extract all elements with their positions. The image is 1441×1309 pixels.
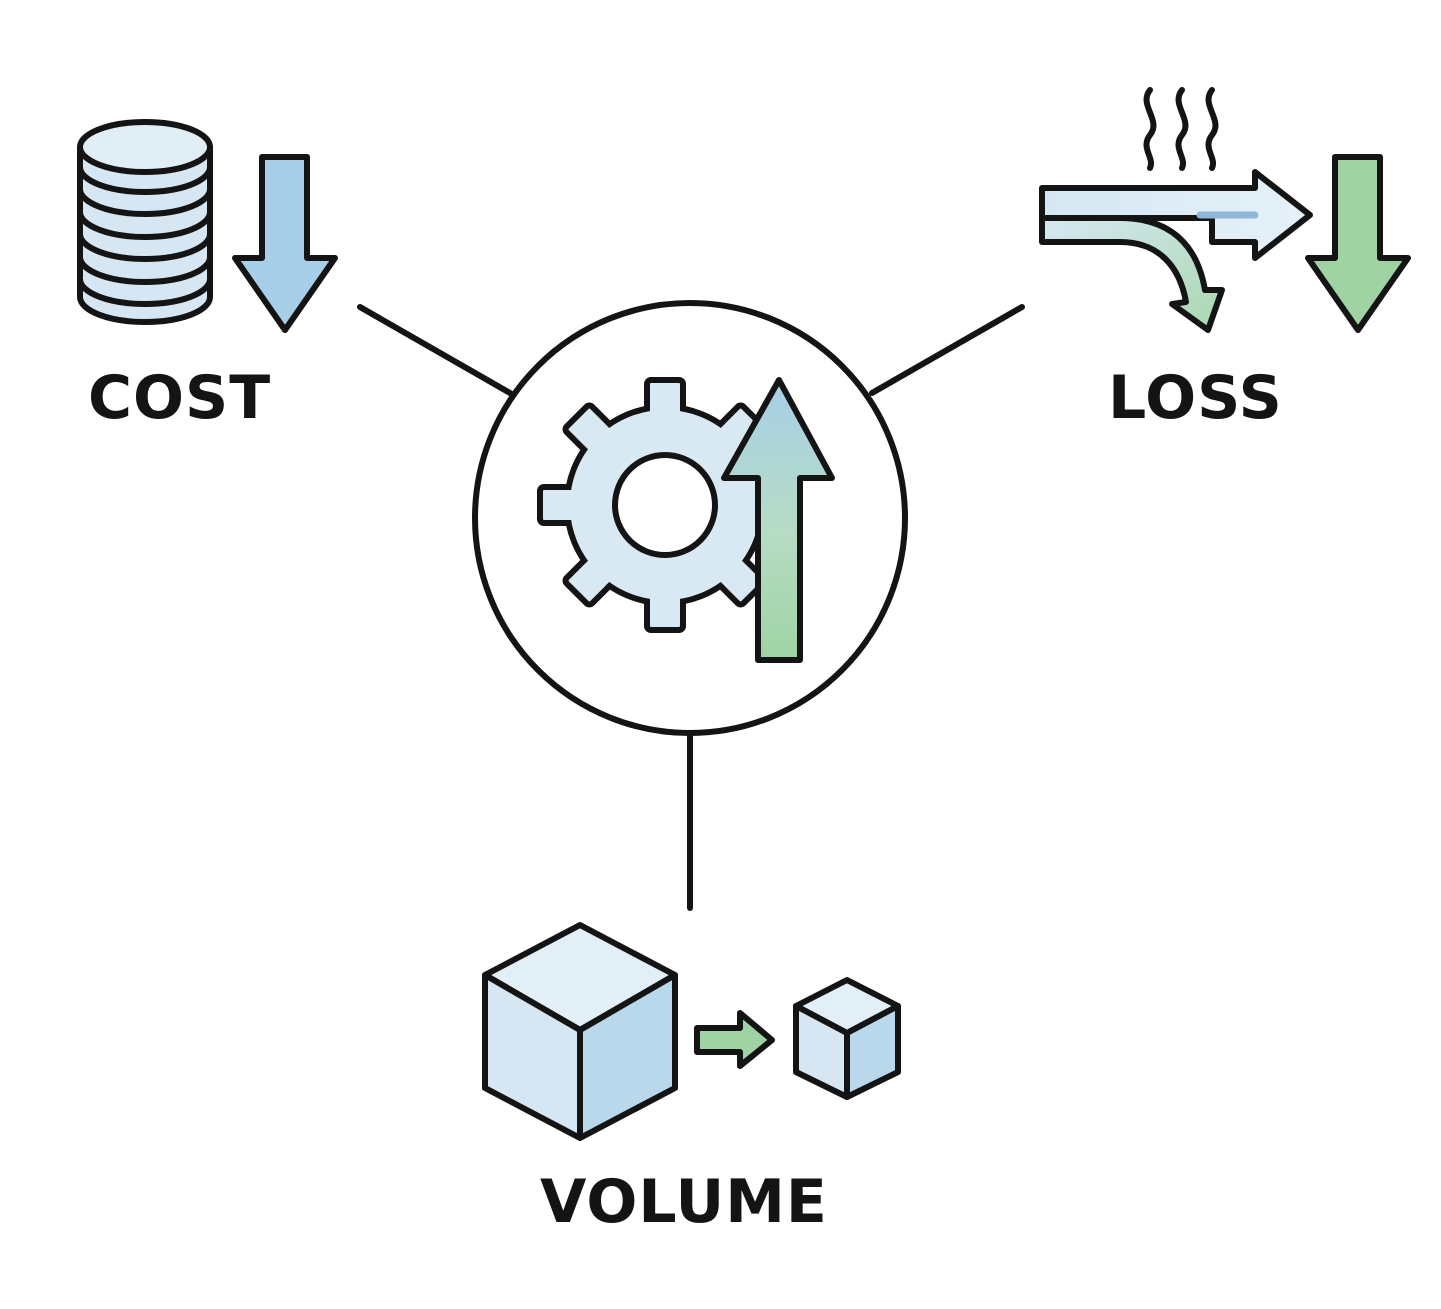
- connector-loss: [869, 304, 1025, 396]
- down-arrow-icon: [1305, 154, 1411, 333]
- steam-icon: [1143, 87, 1219, 171]
- cost-group: [77, 119, 338, 333]
- diverging-flow-arrow-icon: [1039, 169, 1313, 333]
- right-arrow-icon: [694, 1010, 775, 1069]
- connector-lines: [357, 304, 1025, 911]
- down-arrow-icon: [232, 154, 338, 333]
- coin-stack-icon: [77, 119, 213, 325]
- volume-label: VOLUME: [540, 1167, 828, 1237]
- gear-icon: [537, 377, 793, 633]
- large-cube-icon: [482, 922, 678, 1141]
- central-hub: [472, 300, 908, 736]
- small-cube-icon: [793, 977, 901, 1100]
- loss-label: LOSS: [1108, 363, 1283, 433]
- volume-group: [482, 922, 901, 1141]
- up-arrow-icon: [721, 377, 835, 663]
- connector-cost: [357, 304, 513, 396]
- cost-label: COST: [88, 363, 272, 433]
- loss-group: [1039, 87, 1411, 333]
